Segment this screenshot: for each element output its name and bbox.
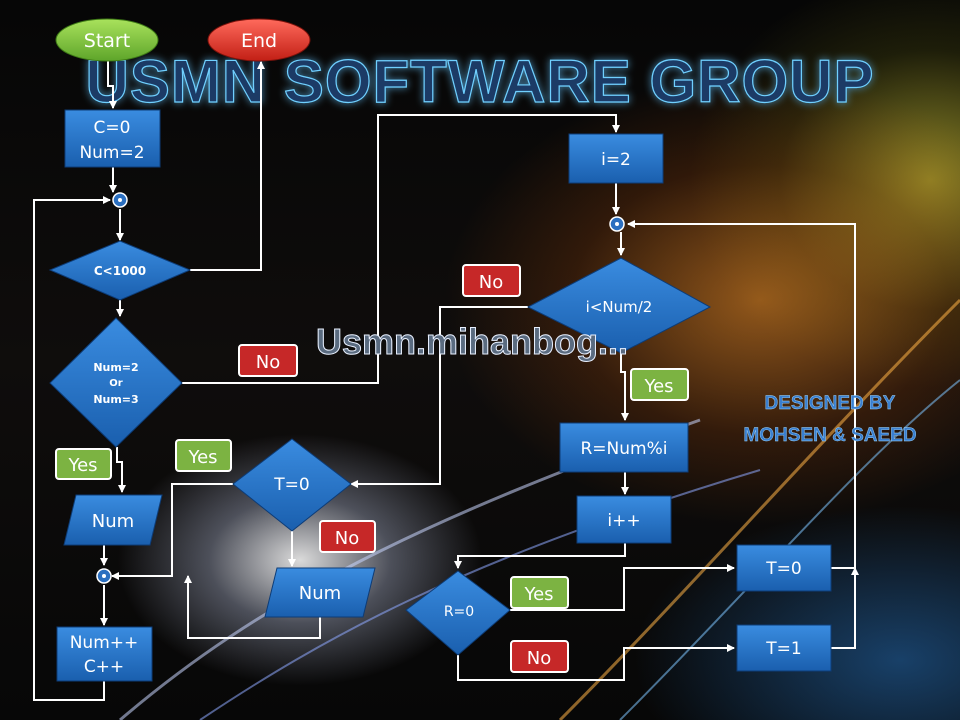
calc-r-process-box: R=Num%i [559,422,689,473]
badge-yes-r: Yes [510,576,569,609]
set-t1-label: T=1 [765,639,801,659]
badge-no-t-text: No [335,528,359,549]
credit-line2: MOHSEN & SAEED [743,425,916,446]
badge-no-num: No [238,344,298,377]
decision-t-equals-0: T=0 [232,438,352,532]
arrow-start-to-init [107,60,117,109]
badge-yes-num: Yes [55,448,112,480]
arrow-t0-to-junction3 [627,220,856,569]
set-i-process-box: i=2 [568,133,664,184]
arrow-cond-t-yes-to-junction2 [111,483,233,580]
badge-yes-t: Yes [175,439,232,472]
cond-num-line3: Num=3 [93,393,138,406]
arrow-cond-i-no-to-cond-t [350,306,528,488]
init-num-label: Num=2 [79,143,144,163]
website-text: Usmn.mihanbog... [316,321,628,362]
decision-i-less-num-half: i<Num/2 [526,257,712,354]
arrow-cond-num-no-to-set-i [182,114,620,384]
output-num-left: Num [63,494,163,546]
start-label: Start [84,30,130,52]
decision-r-equals-0: R=0 [405,570,511,656]
arrow-num-mid-to-junction2 [184,575,321,639]
set-t0-process-box: T=0 [736,544,832,592]
badge-yes-i-text: Yes [643,376,673,397]
badge-yes-num-text: Yes [67,455,97,476]
calc-r-label: R=Num%i [581,439,668,459]
init-process-box: C=0 Num=2 [64,109,161,168]
output-num-mid-label: Num [299,583,341,604]
arrow-cond-r-no-to-t1 [457,644,735,681]
arrow-cond-r-yes-to-t0 [510,564,735,611]
start-node: Start [55,18,159,62]
badge-yes-r-text: Yes [523,584,553,605]
junction-2 [96,568,112,584]
badge-no-r: No [510,640,569,673]
cond-t-label: T=0 [273,475,309,495]
junction-3 [609,216,625,232]
increment-line1: Num++ [70,633,139,653]
init-c-label: C=0 [94,118,131,138]
output-num-left-label: Num [92,511,134,532]
arrow-loop-to-junction1 [33,196,111,701]
set-t0-label: T=0 [765,559,801,579]
output-num-mid: Num [264,567,376,618]
decision-c-less-1000: C<1000 [48,240,192,301]
inc-i-label: i++ [607,511,640,531]
badge-yes-i: Yes [630,368,689,401]
connectors [33,60,859,701]
arrow-cond-c-to-end [190,61,265,271]
cond-c-label: C<1000 [94,264,146,278]
badge-yes-t-text: Yes [187,447,217,468]
set-t1-process-box: T=1 [736,624,832,672]
badge-no-r-text: No [527,648,551,669]
cond-num-line1: Num=2 [93,361,138,374]
increment-process-box: Num++ C++ [56,626,153,682]
badge-no-i-text: No [479,272,503,293]
credit-line1: DESIGNED BY [765,393,896,414]
cond-num-line2: Or [109,378,123,389]
increment-line2: C++ [84,657,124,677]
cond-i-label: i<Num/2 [586,298,653,316]
title-text: USMN SOFTWARE GROUP [85,48,874,115]
junction-1 [112,192,128,208]
badge-no-t: No [319,520,376,553]
set-i-label: i=2 [601,150,631,170]
cond-r-label: R=0 [444,604,474,620]
badge-no-num-text: No [256,352,280,373]
badge-no-i: No [462,264,521,297]
arrow-t1-to-junction3 [831,567,859,649]
end-label: End [241,30,277,52]
arrow-inc-i-to-cond-r [454,543,626,569]
decision-num-2-or-3: Num=2 Or Num=3 [49,317,183,448]
inc-i-process-box: i++ [576,495,672,544]
arrow-cond-i-to-calc-r [620,353,629,421]
arrow-cond-num-to-output [116,447,126,493]
end-node: End [207,18,311,62]
